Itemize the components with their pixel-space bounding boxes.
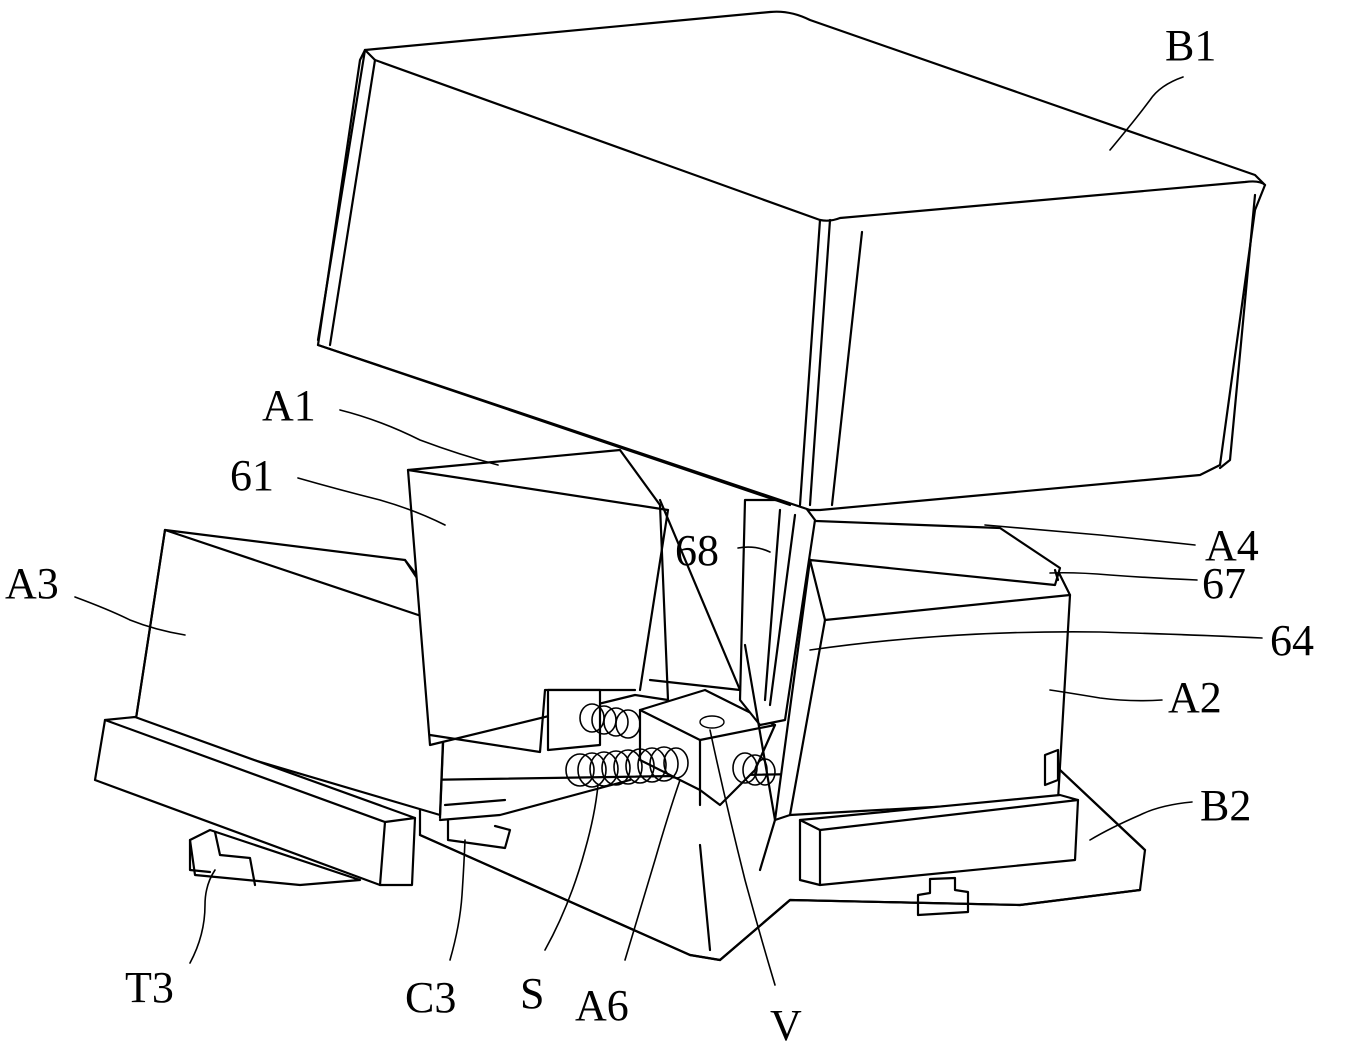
label-b2: B2 — [1200, 781, 1251, 830]
label-a3: A3 — [5, 559, 59, 608]
label-c3: C3 — [405, 973, 456, 1022]
label-67: 67 — [1202, 559, 1246, 608]
labels: B1 A1 61 A3 68 A4 67 64 A2 B2 T3 C3 S A6… — [5, 21, 1314, 1047]
slider-a2 — [773, 518, 1080, 887]
label-64: 64 — [1270, 616, 1314, 665]
label-t3: T3 — [125, 963, 174, 1012]
label-a1: A1 — [262, 381, 316, 430]
label-s: S — [520, 969, 544, 1018]
leader-c3 — [449, 839, 466, 961]
label-61: 61 — [230, 451, 274, 500]
leader-b1 — [1109, 76, 1184, 151]
leader-68 — [737, 546, 771, 553]
springs-s — [565, 703, 776, 788]
leader-v — [709, 729, 776, 986]
leader-t3 — [189, 869, 216, 964]
leader-a2 — [1049, 689, 1163, 702]
leader-b2 — [1089, 801, 1193, 841]
leader-lines — [74, 76, 1263, 986]
label-v: V — [770, 1001, 802, 1047]
leader-61 — [297, 477, 446, 526]
label-a6: A6 — [575, 981, 629, 1030]
label-b1: B1 — [1165, 21, 1216, 70]
label-a4: A4 — [1205, 521, 1259, 570]
slider-a1 — [406, 448, 742, 754]
slider-a3 — [93, 528, 450, 887]
label-a2: A2 — [1168, 673, 1222, 722]
leader-s — [544, 784, 599, 951]
label-68: 68 — [675, 526, 719, 575]
leader-a6 — [624, 779, 681, 961]
leader-a4 — [984, 524, 1196, 546]
top-box-b1 — [316, 10, 1267, 512]
leader-a1 — [339, 409, 499, 466]
leader-a3 — [74, 596, 186, 636]
leader-67 — [1049, 571, 1198, 581]
leader-64 — [809, 631, 1263, 651]
